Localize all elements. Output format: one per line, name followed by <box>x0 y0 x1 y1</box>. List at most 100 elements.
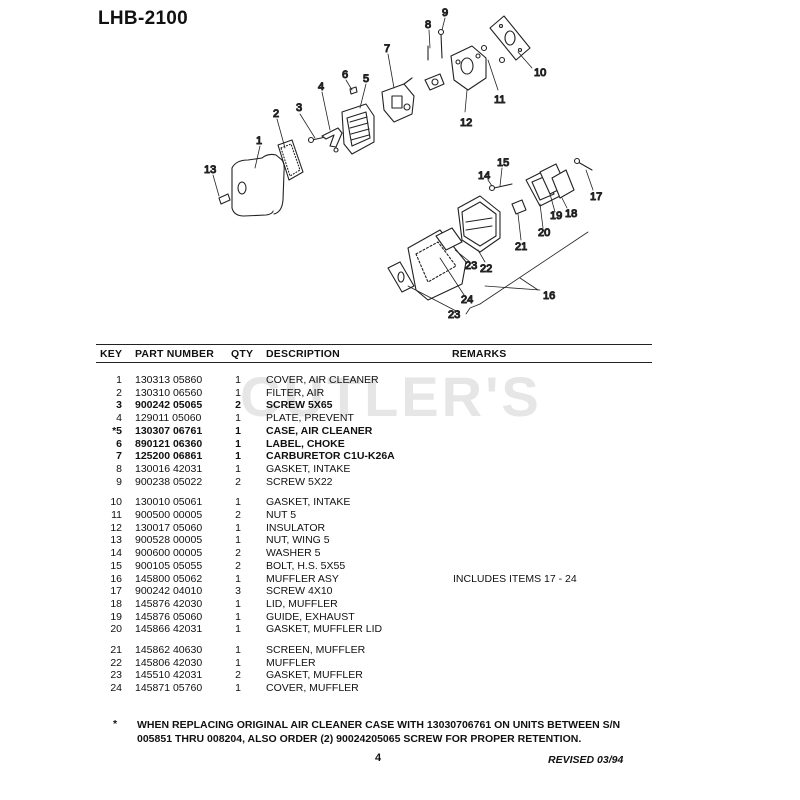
row-part-number: 130017 05060 <box>135 521 203 534</box>
row-qty: 1 <box>235 572 241 585</box>
callout-8: 8 <box>425 19 431 31</box>
callout-12: 12 <box>460 117 472 129</box>
row-key: 18 <box>110 597 122 610</box>
row-qty: 1 <box>235 374 241 386</box>
part-intake-gasket-8 <box>424 73 445 91</box>
row-part-number: 900105 05055 <box>135 559 203 572</box>
part-air-filter <box>277 139 304 181</box>
callout-9: 9 <box>442 7 448 19</box>
row-description: CARBURETOR C1U-K26A <box>266 450 395 463</box>
callout-3: 3 <box>296 102 302 114</box>
callout-1: 1 <box>256 135 262 147</box>
row-qty: 2 <box>235 559 241 572</box>
row-description: COVER, MUFFLER <box>266 682 359 695</box>
row-part-number: 125200 06861 <box>135 450 203 463</box>
row-qty: 1 <box>235 412 241 425</box>
row-part-number: 900238 05022 <box>135 475 203 488</box>
part-muffler-body <box>457 195 501 253</box>
part-wing-nut <box>218 193 231 205</box>
row-key: 10 <box>110 496 122 509</box>
row-description: INSULATOR <box>266 521 326 534</box>
part-air-cleaner-case <box>341 103 375 155</box>
revision-date: REVISED 03/94 <box>548 754 624 766</box>
page-number: 4 <box>375 752 382 764</box>
row-description: NUT 5 <box>266 509 297 521</box>
callout-21: 21 <box>515 241 527 253</box>
row-part-number: 900600 00005 <box>135 547 203 560</box>
row-part-number: 900500 00005 <box>135 509 203 521</box>
part-screw-9 <box>427 28 445 61</box>
callout-4: 4 <box>318 81 324 93</box>
row-part-number: 130310 06560 <box>135 386 203 399</box>
row-key: 19 <box>110 610 122 623</box>
part-muffler-screen <box>511 199 527 215</box>
callout-23-lower: 23 <box>448 309 460 321</box>
row-qty: 1 <box>235 496 241 509</box>
row-description: MUFFLER ASY <box>266 572 339 585</box>
upper-leader-lines <box>212 17 533 197</box>
row-key: 4 <box>116 412 122 425</box>
row-description: WASHER 5 <box>266 547 321 560</box>
row-part-number: 130307 06761 <box>135 424 203 437</box>
callout-20: 20 <box>538 227 550 239</box>
row-key: *5 <box>112 424 122 437</box>
row-description: SCREEN, MUFFLER <box>266 644 366 656</box>
callout-19: 19 <box>550 210 562 222</box>
row-part-number: 900242 05065 <box>135 399 203 412</box>
callout-10: 10 <box>534 67 546 79</box>
row-description: GUIDE, EXHAUST <box>266 610 355 623</box>
row-key: 17 <box>110 585 122 598</box>
part-air-cleaner-cover <box>231 153 285 217</box>
row-part-number: 900528 00005 <box>135 534 203 547</box>
table-row: 8 130016 42031 1 GASKET, INTAKE <box>0 463 800 476</box>
row-qty: 1 <box>235 521 241 534</box>
row-description: NUT, WING 5 <box>266 534 330 547</box>
row-qty: 1 <box>235 644 241 656</box>
row-qty: 1 <box>235 450 241 463</box>
watermark-logo: CUTLER'S <box>240 365 542 428</box>
part-muffler-lid <box>551 169 575 199</box>
row-key: 9 <box>116 475 122 488</box>
row-key: 6 <box>116 437 122 450</box>
row-part-number: 145806 42030 <box>135 656 203 669</box>
row-description: FILTER, AIR <box>266 386 325 399</box>
header-part-number: PART NUMBER <box>135 348 215 360</box>
table-row: 7 125200 06861 1 CARBURETOR C1U-K26A <box>0 450 800 463</box>
row-qty: 2 <box>235 669 241 682</box>
row-qty: 1 <box>235 534 241 547</box>
part-choke-label <box>349 86 358 95</box>
part-muffler-gasket-23 <box>387 261 415 293</box>
row-description: GASKET, INTAKE <box>266 496 351 509</box>
row-qty: 2 <box>235 475 241 488</box>
row-part-number: 145510 42031 <box>135 669 203 682</box>
part-screw-17 <box>573 157 593 171</box>
callout-6: 6 <box>342 69 348 81</box>
row-key: 7 <box>116 450 122 463</box>
callout-7: 7 <box>384 43 390 55</box>
part-prevent-plate <box>321 127 343 153</box>
row-qty: 1 <box>235 424 241 437</box>
row-qty: 1 <box>235 462 241 475</box>
callout-15: 15 <box>497 157 509 169</box>
row-part-number: 130016 42031 <box>135 462 203 475</box>
row-description: LID, MUFFLER <box>266 597 338 610</box>
row-part-number: 890121 06360 <box>135 437 203 450</box>
model-number: LHB-2100 <box>98 8 189 29</box>
row-key: 20 <box>110 623 122 636</box>
callout-18: 18 <box>565 208 577 220</box>
row-key: 8 <box>116 462 122 475</box>
row-description: GASKET, INTAKE <box>266 462 351 475</box>
row-key: 16 <box>110 572 122 585</box>
row-description: SCREW 5X65 <box>266 399 333 412</box>
callout-2: 2 <box>273 108 279 120</box>
